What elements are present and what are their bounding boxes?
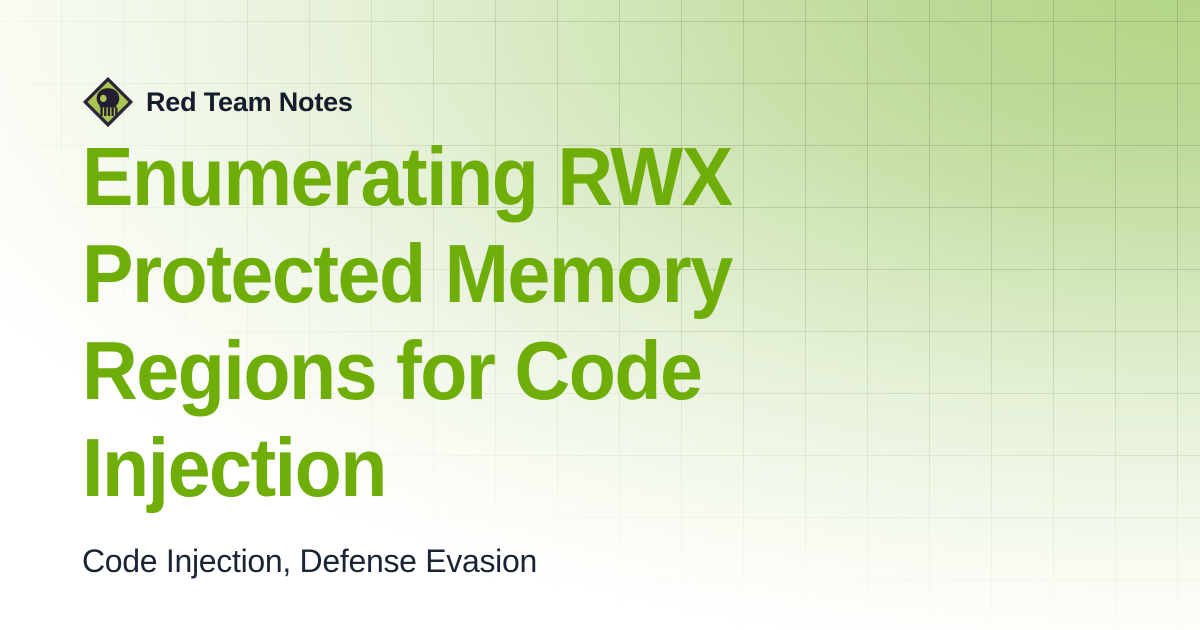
page-title-line: Injection	[82, 421, 387, 514]
page-subtitle-tags: Code Injection, Defense Evasion	[82, 543, 537, 579]
skull-diamond-icon	[82, 76, 134, 128]
page-title-line: Enumerating RWX	[82, 130, 733, 223]
page-title-line: Protected Memory	[82, 227, 733, 320]
page-title: Enumerating RWX Protected Memory Regions…	[82, 128, 817, 516]
brand-row: Red Team Notes	[82, 74, 353, 130]
page-title-line: Regions for Code	[82, 324, 703, 417]
card-content: Red Team Notes Enumerating RWX Protected…	[82, 0, 1118, 630]
brand-name: Red Team Notes	[146, 86, 353, 117]
